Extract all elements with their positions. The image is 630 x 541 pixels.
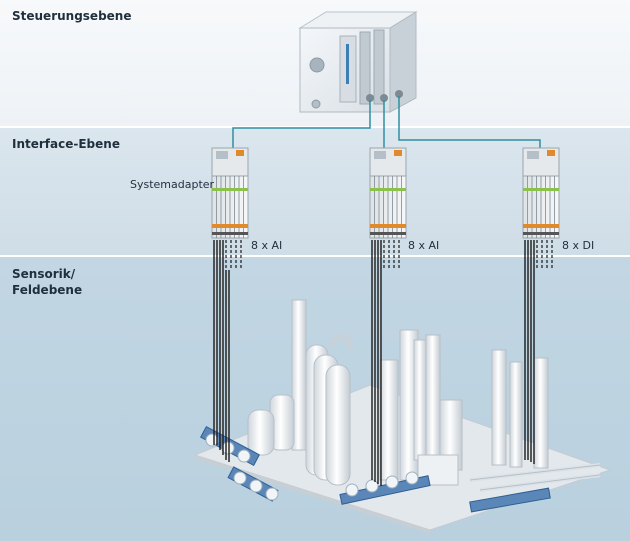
level-divider [0, 255, 630, 257]
field-level-label-line1: Sensorik/ [12, 267, 76, 281]
io-channel-label-1: 8 x AI [251, 239, 283, 252]
interface-level-label: Interface-Ebene [12, 137, 120, 151]
io-node-2 [369, 147, 407, 239]
plc-controller [298, 11, 418, 113]
io-channel-stubs [225, 240, 553, 270]
system-adapter-label: Systemadapter [130, 178, 215, 191]
io-node-1 [211, 147, 249, 239]
control-level-label: Steuerungsebene [12, 9, 132, 23]
io-channel-label-3: 8 x DI [562, 239, 595, 252]
field-cables [213, 240, 535, 486]
plc-key-switch-icon [309, 57, 325, 73]
bus-line-right [398, 96, 541, 148]
level-divider [0, 126, 630, 128]
bus-line-left [232, 100, 371, 148]
field-level-label-line2: Feldebene [12, 283, 83, 297]
bus-connections [232, 96, 541, 148]
io-channel-label-2: 8 x AI [408, 239, 440, 252]
industrial-plant-illustration [193, 299, 612, 534]
io-node-3 [522, 147, 560, 239]
